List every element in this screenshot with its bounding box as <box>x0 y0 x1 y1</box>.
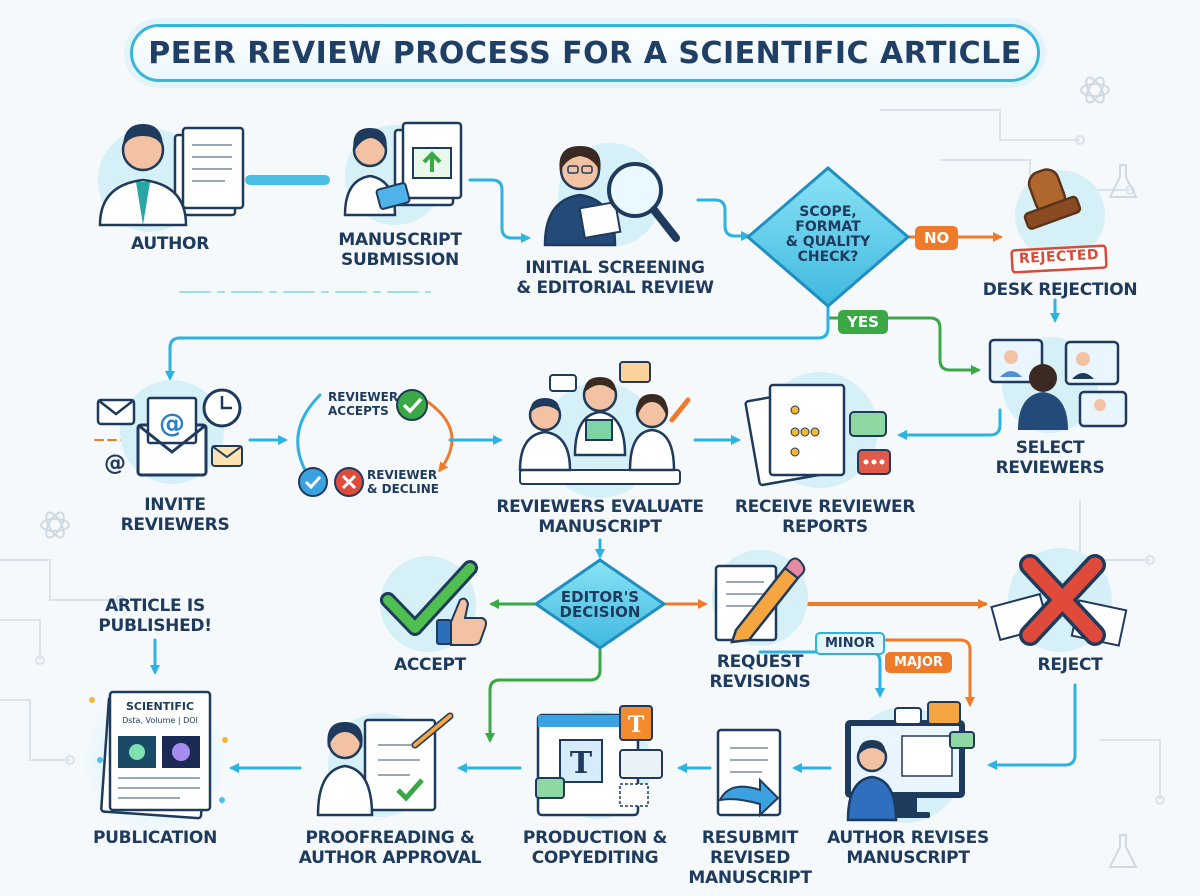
label-production: PRODUCTION & COPYEDITING <box>522 828 668 868</box>
label-initial-screening: INITIAL SCREENING & EDITORIAL REVIEW <box>516 258 714 298</box>
journal-title: SCIENTIFIC <box>125 700 195 713</box>
flow-arrows <box>94 175 1077 773</box>
svg-text:@: @ <box>159 409 185 439</box>
invite-envelope-icon: @ @ <box>96 380 243 484</box>
select-reviewers-screen-icon <box>988 337 1128 433</box>
label-author: AUTHOR <box>130 234 209 254</box>
label-desk-rejection: DESK REJECTION <box>982 280 1138 300</box>
label-reject: REJECT <box>1037 655 1103 675</box>
atom-icon <box>40 511 70 539</box>
reviewer-accepts-circle-icon <box>298 467 328 497</box>
proofreading-scientist-icon <box>316 712 454 817</box>
label-receive-reports: RECEIVE REVIEWER REPORTS <box>734 497 916 537</box>
major-revision-badge: MAJOR <box>885 652 952 673</box>
label-article-published: ARTICLE IS PUBLISHED! <box>98 596 212 636</box>
editor-magnifier-icon <box>543 143 680 247</box>
flask-icon <box>1108 164 1138 868</box>
svg-text:T: T <box>570 746 593 781</box>
label-select-reviewers: SELECT REVIEWERS <box>995 438 1105 478</box>
author-scientist-icon <box>98 124 245 232</box>
label-invite-reviewers: INVITE REVIEWERS <box>120 495 230 535</box>
label-reviewer-accepts: REVIEWER ACCEPTS <box>328 390 399 418</box>
production-editor-icon: T T <box>535 705 663 819</box>
label-resubmit: RESUBMIT REVISED MANUSCRIPT <box>688 828 812 888</box>
label-reviewers-evaluate: REVIEWERS EVALUATE MANUSCRIPT <box>496 497 704 537</box>
branch-yes-badge: YES <box>838 310 888 334</box>
minor-revision-badge: MINOR <box>815 632 885 655</box>
atom-icon <box>1080 76 1110 104</box>
resubmit-document-icon <box>716 728 782 818</box>
reviewer-reports-icon <box>744 372 891 488</box>
journal-publication-icon <box>80 685 230 835</box>
manuscript-upload-icon <box>343 121 463 225</box>
label-author-revises: AUTHOR REVISES MANUSCRIPT <box>827 828 989 868</box>
label-proofreading: PROOFREADING & AUTHOR APPROVAL <box>298 828 482 868</box>
reviewer-declines-cross-icon <box>334 467 364 497</box>
rubber-stamp-icon <box>1010 168 1108 274</box>
revision-pencil-icon <box>712 550 808 646</box>
quality-check-diamond <box>745 166 911 308</box>
svg-text:T: T <box>628 712 645 738</box>
editors-decision-diamond <box>533 558 667 650</box>
journal-meta: Dsta, Volume | DOI <box>122 716 198 725</box>
accept-check-thumbs-icon <box>380 556 487 652</box>
label-quality-check: SCOPE, FORMAT & QUALITY CHECK? <box>785 204 871 265</box>
label-reviewer-declines: REVIEWER & DECLINE <box>367 468 439 496</box>
reject-cross-icon <box>990 548 1128 652</box>
label-manuscript-submission: MANUSCRIPT SUBMISSION <box>338 230 462 270</box>
title-banner: PEER REVIEW PROCESS FOR A SCIENTIFIC ART… <box>130 24 1040 82</box>
branch-no-badge: NO <box>915 226 959 250</box>
label-publication: PUBLICATION <box>93 828 217 848</box>
label-editors-decision: EDITOR'S DECISION <box>559 588 641 621</box>
reviewer-accepts-check-icon <box>396 389 428 421</box>
reviewers-team-icon <box>518 361 691 498</box>
label-request-revisions: REQUEST REVISIONS <box>709 652 811 692</box>
page-title: PEER REVIEW PROCESS FOR A SCIENTIFIC ART… <box>148 35 1022 71</box>
author-revises-computer-icon <box>845 701 975 823</box>
label-accept: ACCEPT <box>394 655 466 675</box>
svg-text:@: @ <box>104 451 126 476</box>
